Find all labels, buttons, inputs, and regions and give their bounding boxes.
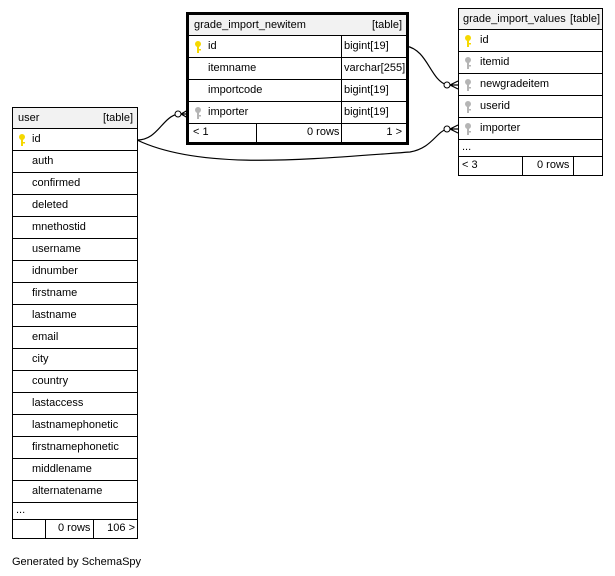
column-name: city — [32, 353, 49, 365]
column-name: deleted — [32, 199, 69, 211]
column-name: importer — [208, 106, 249, 118]
column-name: importcode — [208, 84, 263, 96]
child-count-link[interactable]: 1 > — [386, 126, 402, 138]
column-row-newgradeitem[interactable]: newgradeitem — [459, 74, 602, 96]
column-row-id[interactable]: id bigint[19] — [189, 36, 406, 58]
column-row-importer[interactable]: importer bigint[19] — [189, 102, 406, 124]
column-name: id — [32, 133, 41, 145]
row-count: 0 rows — [307, 126, 340, 138]
column-name: lastnamephonetic — [32, 419, 119, 431]
column-name: lastname — [32, 309, 77, 321]
relation-optional-marker — [443, 125, 451, 133]
parent-count-link[interactable]: < 1 — [193, 126, 209, 138]
relation-many-marker — [449, 80, 459, 90]
column-type: bigint[19] — [341, 80, 406, 101]
primary-key-icon — [19, 134, 25, 146]
column-row-itemid[interactable]: itemid — [459, 52, 602, 74]
table-user[interactable]: user [table] id auth confirmed deleted m… — [12, 107, 138, 539]
primary-key-icon — [195, 41, 201, 53]
column-row-firstnamephonetic[interactable]: firstnamephonetic — [13, 437, 137, 459]
relation-user-to-values-importer — [136, 128, 448, 161]
column-name: newgradeitem — [480, 78, 550, 90]
column-name: firstnamephonetic — [32, 441, 119, 453]
column-row-deleted[interactable]: deleted — [13, 195, 137, 217]
table-kind-label: [table] — [570, 13, 600, 25]
table-kind-label: [table] — [103, 112, 133, 124]
column-row-city[interactable]: city — [13, 349, 137, 371]
table-footer: < 3 0 rows — [459, 157, 602, 175]
column-name: userid — [480, 100, 510, 112]
table-name: grade_import_values — [463, 13, 566, 25]
table-footer: < 1 0 rows 1 > — [189, 124, 406, 142]
column-row-lastnamephonetic[interactable]: lastnamephonetic — [13, 415, 137, 437]
generator-credit: Generated by SchemaSpy — [12, 556, 142, 568]
relation-newitem-to-values-newgradeitem — [405, 45, 448, 86]
column-row-itemname[interactable]: itemname varchar[255] — [189, 58, 406, 80]
table-footer: 0 rows 106 > — [13, 520, 137, 538]
column-name: username — [32, 243, 81, 255]
column-row-alternatename[interactable]: alternatename — [13, 481, 137, 503]
column-name: country — [32, 375, 69, 387]
column-type: varchar[255] — [341, 58, 406, 79]
column-name: email — [32, 331, 59, 343]
foreign-key-icon — [195, 107, 201, 119]
foreign-key-icon — [465, 79, 471, 91]
column-row-lastname[interactable]: lastname — [13, 305, 137, 327]
table-name: grade_import_newitem — [194, 19, 306, 31]
column-name: alternatename — [32, 485, 103, 497]
column-row-auth[interactable]: auth — [13, 151, 137, 173]
column-name: id — [480, 34, 489, 46]
column-row-country[interactable]: country — [13, 371, 137, 393]
column-name: itemid — [480, 56, 510, 68]
table-header[interactable]: grade_import_values [table] — [459, 9, 602, 30]
column-row-id[interactable]: id — [459, 30, 602, 52]
row-count: 0 rows — [58, 522, 91, 534]
parent-count-link[interactable]: < 3 — [462, 159, 478, 171]
column-row-username[interactable]: username — [13, 239, 137, 261]
table-header[interactable]: user [table] — [13, 108, 137, 129]
table-grade-import-newitem[interactable]: grade_import_newitem [table] id bigint[1… — [186, 12, 409, 145]
column-row-userid[interactable]: userid — [459, 96, 602, 118]
column-name: confirmed — [32, 177, 81, 189]
more-columns-ellipsis: ... — [13, 503, 137, 520]
relation-optional-marker — [174, 110, 182, 118]
column-row-importer[interactable]: importer — [459, 118, 602, 140]
column-row-id[interactable]: id — [13, 129, 137, 151]
column-row-idnumber[interactable]: idnumber — [13, 261, 137, 283]
column-type: bigint[19] — [341, 36, 406, 57]
column-name: firstname — [32, 287, 78, 299]
column-row-email[interactable]: email — [13, 327, 137, 349]
foreign-key-icon — [465, 101, 471, 113]
foreign-key-icon — [465, 123, 471, 135]
column-type: bigint[19] — [341, 102, 406, 123]
column-name: id — [208, 40, 217, 52]
relation-user-to-newitem-importer — [136, 113, 179, 141]
table-name: user — [18, 112, 40, 124]
column-name: auth — [32, 155, 54, 167]
child-count-link[interactable]: 106 > — [107, 522, 135, 534]
table-header[interactable]: grade_import_newitem [table] — [189, 15, 406, 36]
column-row-importcode[interactable]: importcode bigint[19] — [189, 80, 406, 102]
column-row-middlename[interactable]: middlename — [13, 459, 137, 481]
table-grade-import-values[interactable]: grade_import_values [table] id itemid ne… — [458, 8, 603, 176]
column-name: importer — [480, 122, 521, 134]
column-name: idnumber — [32, 265, 78, 277]
more-columns-ellipsis: ... — [459, 140, 602, 157]
primary-key-icon — [465, 35, 471, 47]
relation-many-marker — [449, 124, 459, 134]
column-row-firstname[interactable]: firstname — [13, 283, 137, 305]
table-kind-label: [table] — [372, 19, 402, 31]
foreign-key-icon — [465, 57, 471, 69]
row-count: 0 rows — [537, 159, 570, 171]
column-name: lastaccess — [32, 397, 84, 409]
column-row-mnethostid[interactable]: mnethostid — [13, 217, 137, 239]
column-row-lastaccess[interactable]: lastaccess — [13, 393, 137, 415]
column-name: middlename — [32, 463, 92, 475]
relation-optional-marker — [443, 81, 451, 89]
column-row-confirmed[interactable]: confirmed — [13, 173, 137, 195]
column-name: itemname — [208, 62, 257, 74]
column-name: mnethostid — [32, 221, 86, 233]
